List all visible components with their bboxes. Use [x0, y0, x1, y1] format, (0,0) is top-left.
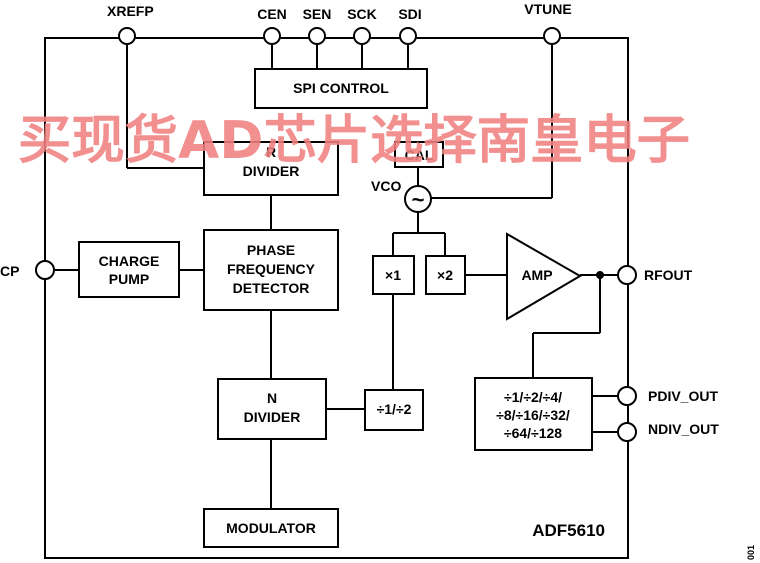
watermark-text: 买现货AD芯片选择南皇电子	[18, 111, 690, 171]
charge-pump-label-line1: CHARGE	[99, 253, 160, 269]
vco-label: VCO	[371, 178, 401, 194]
x2-label: ×2	[437, 267, 453, 283]
figure-code: 001	[746, 545, 756, 560]
pfd-label-line3: DETECTOR	[233, 280, 310, 296]
cp-pin	[35, 260, 55, 280]
charge-pump-block	[78, 241, 180, 298]
charge-pump-label-line2: PUMP	[109, 271, 149, 287]
spi-control-label: SPI CONTROL	[293, 80, 389, 96]
amp-triangle	[506, 232, 582, 321]
sck-label: SCK	[347, 6, 377, 22]
junction-dot	[596, 271, 604, 279]
r-divider-label-line1: R	[266, 144, 276, 160]
vco-symbol-circle	[404, 185, 432, 213]
div12-label: ÷1/÷2	[377, 401, 412, 417]
n-divider-label-line2: DIVIDER	[244, 409, 301, 425]
vtune-label: VTUNE	[524, 1, 571, 17]
vtune-pin	[543, 27, 561, 45]
sdi-label: SDI	[398, 6, 421, 22]
chip-outline	[44, 37, 629, 559]
modulator-label: MODULATOR	[226, 520, 316, 536]
pdiv-out-label: PDIV_OUT	[648, 388, 718, 404]
part-number: ADF5610	[532, 521, 605, 540]
output-divider-label-line1: ÷1/÷2/÷4/	[504, 389, 562, 405]
output-divider-label-line3: ÷64/÷128	[504, 425, 562, 441]
amp-label: AMP	[521, 267, 552, 283]
output-divider-label-line2: ÷8/÷16/÷32/	[496, 407, 570, 423]
cen-label: CEN	[257, 6, 287, 22]
pfd-label-line2: FREQUENCY	[227, 261, 316, 277]
sck-pin	[353, 27, 371, 45]
spi-control-block	[254, 68, 428, 109]
n-divider-label-line1: N	[267, 390, 277, 406]
xrefp-pin	[118, 27, 136, 45]
pdiv-out-pin	[617, 386, 637, 406]
xrefp-label: XREFP	[107, 3, 154, 19]
sen-pin	[308, 27, 326, 45]
rfout-pin	[617, 265, 637, 285]
rfout-label: RFOUT	[644, 267, 693, 283]
x1-label: ×1	[385, 267, 401, 283]
r-divider-label-line2: DIVIDER	[243, 163, 300, 179]
ndiv-out-label: NDIV_OUT	[648, 421, 719, 437]
cal-label: CAL	[405, 147, 434, 163]
pfd-label-line1: PHASE	[247, 242, 295, 258]
vco-tilde-icon: ~	[412, 187, 425, 212]
cen-pin	[263, 27, 281, 45]
ndiv-out-pin	[617, 422, 637, 442]
sdi-pin	[399, 27, 417, 45]
sen-label: SEN	[303, 6, 332, 22]
cp-label: CP	[0, 263, 19, 279]
